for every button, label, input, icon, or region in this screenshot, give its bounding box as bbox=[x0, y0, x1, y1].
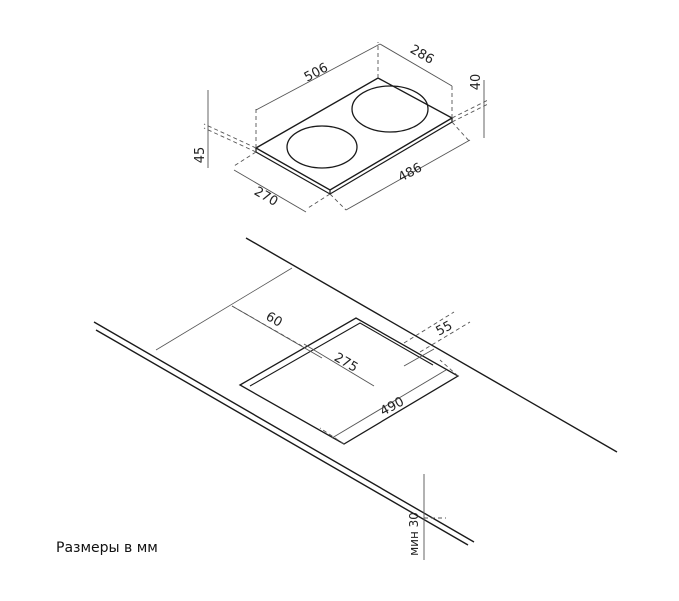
dim-55: 55 bbox=[434, 318, 456, 339]
countertop-drawing bbox=[93, 237, 618, 546]
dim-line-270 bbox=[233, 169, 307, 213]
hob-glass-edge-front bbox=[255, 148, 331, 196]
hob-drawing bbox=[254, 77, 454, 196]
countertop-front-edge-bottom bbox=[95, 329, 469, 546]
dim-275: 275 bbox=[331, 350, 360, 375]
dim-506: 506 bbox=[302, 60, 331, 85]
cutout-inner-wall bbox=[249, 322, 434, 387]
dim-486: 486 bbox=[396, 160, 425, 185]
dim-line-275 bbox=[303, 343, 375, 387]
units-caption: Размеры в мм bbox=[56, 540, 158, 556]
cutout-dimensions bbox=[155, 267, 471, 560]
dim-270: 270 bbox=[251, 184, 280, 209]
hob-dimensions bbox=[203, 42, 489, 213]
dim-line-486 bbox=[345, 139, 471, 211]
cooking-zone-right bbox=[351, 85, 429, 133]
dim-min-30: мин 30 bbox=[407, 512, 421, 556]
dim-45: 45 bbox=[193, 147, 208, 164]
dim-line-55 bbox=[403, 348, 435, 367]
dim-60: 60 bbox=[263, 309, 285, 330]
dim-286: 286 bbox=[407, 42, 436, 67]
dim-line-286 bbox=[379, 43, 453, 87]
dim-40: 40 bbox=[469, 74, 484, 91]
dim-line-60 bbox=[231, 305, 323, 359]
cooking-zone-left bbox=[286, 125, 358, 169]
countertop-front-edge-top bbox=[93, 321, 475, 543]
dim-line-506 bbox=[255, 43, 381, 111]
countertop-back-edge bbox=[245, 237, 618, 453]
dim-line-490 bbox=[331, 369, 447, 439]
